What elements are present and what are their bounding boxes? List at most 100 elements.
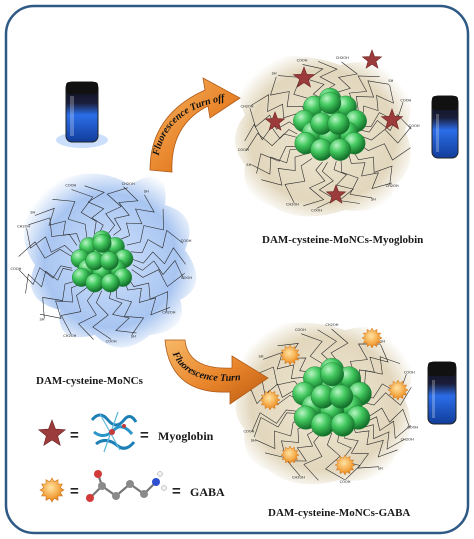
ligand-label: COOH [407, 425, 418, 429]
myoglobin-star-icon [292, 66, 316, 88]
burst-symbol-icon [39, 477, 65, 503]
myoglobin-stars [264, 49, 404, 204]
monc-sphere [92, 233, 112, 253]
ligand-chain [130, 229, 184, 254]
monc-sphere [101, 273, 120, 293]
gaba-burst-icon [279, 344, 301, 366]
ligand-chain [52, 199, 88, 238]
ligand-label: COOH [65, 184, 76, 188]
legend-eq: = [172, 483, 181, 500]
ligand-label: SH [272, 72, 277, 76]
ligand-chain [34, 207, 80, 243]
myoglobin-star-icon [325, 184, 347, 204]
monc-sphere [330, 412, 355, 437]
ligand-label: COOH [181, 276, 192, 280]
vial-bottom-right [427, 361, 457, 425]
legend-gaba-label: GABA [190, 485, 225, 499]
myoglobin-complex: COOHCH2OHSHCOOHCH2OHSHCOOHCH2OHSHCOOHCH2… [235, 49, 420, 217]
ligand-label: CH2OH [292, 476, 305, 480]
monc-cluster [70, 230, 134, 293]
ligand-chain [39, 283, 82, 319]
ligand-chain [270, 76, 307, 116]
ligand-label: CH2OH [63, 334, 76, 338]
gaba-complex: COOHCH2OHSHCOOHCH2OHSHCOOHCH2OHSHCOOHCH2… [235, 322, 418, 485]
monc-cluster [292, 358, 372, 437]
ligand-label: COOH [404, 370, 415, 374]
ligand-chain [92, 290, 112, 340]
gaba-burst-icon [334, 454, 356, 476]
ligand-label: SH [251, 439, 256, 443]
ligand-chain [127, 277, 169, 312]
monc-cluster [293, 87, 367, 161]
ligand-label: COOH [409, 124, 420, 128]
monc-sphere [99, 251, 119, 271]
ligand-chain [26, 228, 74, 254]
gaba-burst-icon [361, 327, 383, 349]
ligand-label: SH [144, 190, 149, 194]
myoglobin-protein-icon [90, 411, 138, 453]
ligand-label: CH2OH [325, 323, 338, 327]
ligand-label: SH [131, 334, 136, 338]
ligand-chain [28, 217, 78, 246]
ligand-chain [60, 286, 88, 335]
ligand-label: SH [371, 198, 376, 202]
ligand-label: COOH [311, 208, 322, 212]
legend-myoglobin-label: Myoglobin [158, 429, 214, 443]
ligand-chain [303, 161, 326, 207]
ligand-chain [256, 146, 300, 174]
ligand-chain [261, 153, 306, 186]
ligand-network: COOHCH2OHSHCOOHCH2OHSHCOOHCH2OHSHCOOHCH2… [238, 323, 418, 484]
ligand-label: COOH [400, 98, 411, 102]
ligand-label: COOH [10, 267, 21, 271]
vial-top-left [56, 81, 108, 148]
ligand-label: CH2OH [401, 438, 414, 442]
monc-sphere [329, 384, 354, 409]
monc-sphere [328, 138, 352, 161]
ligand-label: SH [30, 211, 35, 215]
ligand-label: CH2OH [286, 202, 299, 206]
ligand-chain [352, 150, 393, 186]
ligand-label: SH [40, 317, 45, 321]
ligand-chain [246, 132, 298, 151]
ligand-label: COOH [181, 239, 192, 243]
ligand-chain [303, 431, 323, 481]
ligand-chain [348, 154, 392, 190]
ligand-chain [124, 281, 171, 316]
ligand-chain [126, 208, 164, 246]
gaba-burst-icon [280, 445, 300, 465]
ligand-label: COOH [238, 148, 249, 152]
ligand-chain [108, 289, 137, 334]
ligand-chain [251, 409, 301, 433]
legend: = = Myoglobin = [37, 411, 225, 503]
ligand-label: CH2OH [122, 182, 135, 186]
ligand-chain [251, 148, 302, 175]
legend-eq: = [70, 483, 79, 500]
ligand-chain [284, 158, 313, 203]
gaba-bursts [259, 327, 409, 476]
ligand-label: SH [259, 354, 264, 358]
monc-sphere [318, 91, 342, 115]
ligand-label: COOH [340, 480, 351, 484]
ligand-chain [352, 423, 398, 458]
gaba-molecule-icon [86, 470, 167, 502]
center-complex-label: DAM-cysteine-MoNCs [36, 375, 143, 387]
ligand-chain [120, 194, 155, 240]
monc-sphere [327, 112, 350, 135]
ligand-label: COOH [243, 430, 254, 434]
ligand-label: CH2OH [240, 105, 253, 109]
ligand-label: COOH [106, 339, 117, 343]
ligand-chain [344, 429, 379, 469]
gaba-burst-icon [387, 379, 409, 401]
ligand-label: CH2OH [336, 56, 349, 60]
myoglobin-star-icon [264, 111, 286, 131]
gaba-burst-icon [259, 389, 281, 411]
ligand-label: COOH [297, 59, 308, 63]
ligand-chain [131, 269, 185, 288]
myoglobin-complex-label: DAM-cysteine-MoNCs-Myoglobin [262, 234, 424, 246]
myoglobin-star-icon [361, 49, 383, 69]
ligand-chain [264, 424, 309, 459]
legend-eq: = [140, 427, 149, 444]
